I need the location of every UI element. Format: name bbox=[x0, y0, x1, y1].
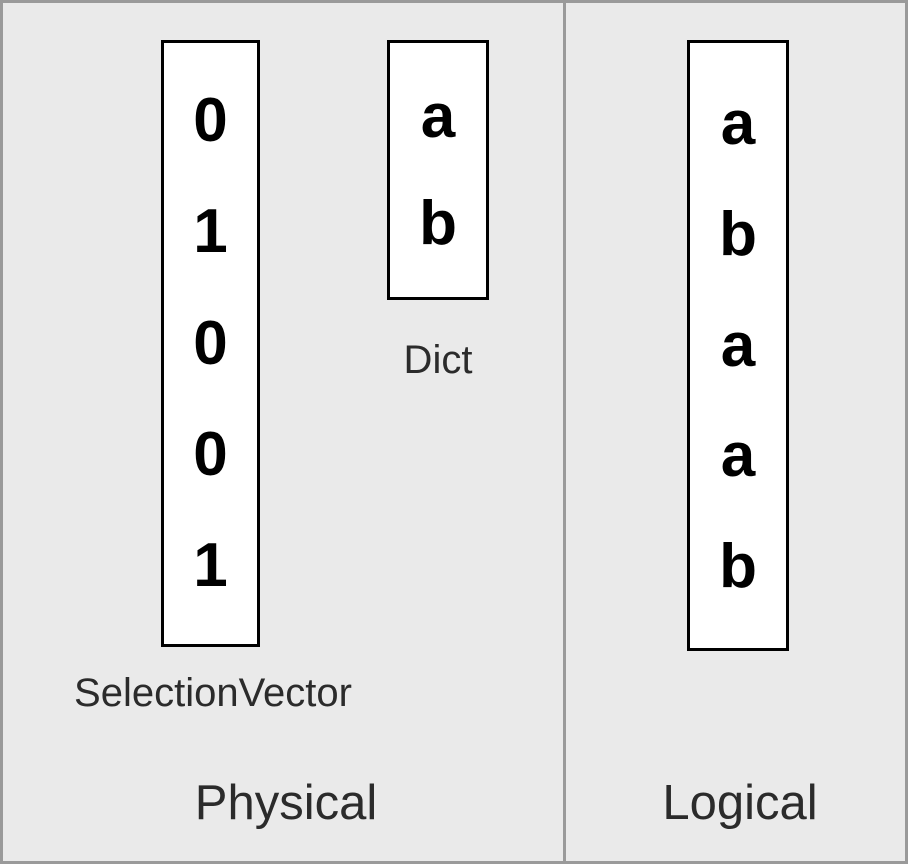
logical-cell-3: a bbox=[720, 421, 756, 491]
panel-divider bbox=[563, 3, 566, 861]
selection-vector-cell-4: 1 bbox=[193, 531, 228, 601]
logical-cell-0: a bbox=[720, 89, 756, 159]
selection-vector-cell-2: 0 bbox=[193, 308, 228, 378]
physical-panel-label: Physical bbox=[194, 776, 378, 830]
dict-cell-0: a bbox=[420, 81, 456, 151]
selection-vector-cell-3: 0 bbox=[193, 419, 228, 489]
logical-cell-1: b bbox=[719, 199, 757, 269]
dict-label: Dict bbox=[403, 338, 473, 382]
selection-vector-box: 0 1 0 0 1 bbox=[161, 40, 260, 647]
selection-vector-cell-1: 1 bbox=[193, 197, 228, 267]
dict-box: a b bbox=[387, 40, 489, 300]
logical-panel-label: Logical bbox=[662, 776, 818, 830]
dict-cell-1: b bbox=[419, 188, 457, 258]
logical-cell-2: a bbox=[720, 310, 756, 380]
selection-vector-label: SelectionVector bbox=[74, 671, 352, 715]
selection-vector-cell-0: 0 bbox=[193, 85, 228, 155]
logical-column-box: a b a a b bbox=[687, 40, 789, 651]
logical-cell-4: b bbox=[719, 531, 757, 601]
